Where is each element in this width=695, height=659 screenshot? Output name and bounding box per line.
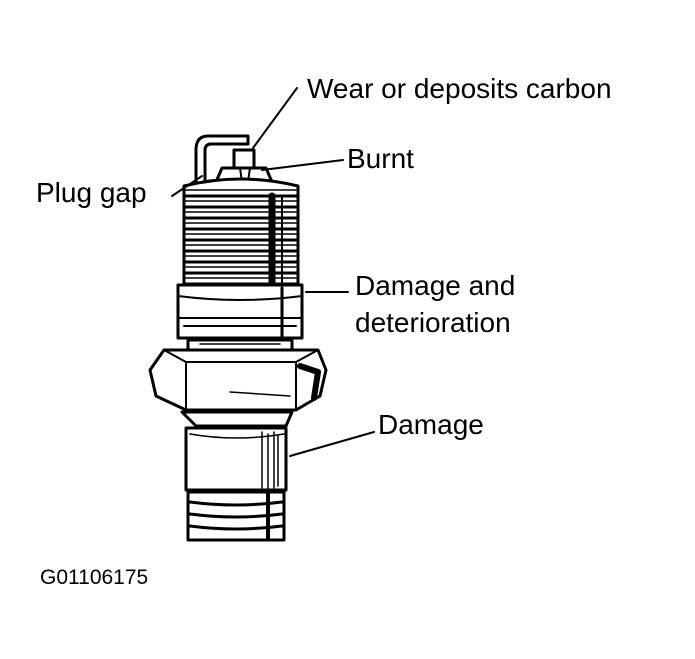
label-plug-gap: Plug gap <box>36 177 147 208</box>
leader-wear <box>252 87 298 149</box>
leader-burnt <box>261 159 344 171</box>
bottom-threads <box>186 490 286 542</box>
figure-code: G01106175 <box>40 566 149 589</box>
gasket <box>176 283 304 354</box>
label-damage: Damage <box>378 409 484 440</box>
lower-shell <box>180 410 294 492</box>
label-damage-deterioration-line2: deterioration <box>355 307 511 338</box>
leader-plug-gap <box>171 175 203 197</box>
label-burnt: Burnt <box>347 143 414 174</box>
hex-nut <box>148 348 328 412</box>
threaded-section <box>182 177 300 288</box>
ground-electrode <box>194 134 250 186</box>
label-damage-deterioration-line1: Damage and <box>355 270 516 301</box>
leader-damage <box>289 431 375 457</box>
center-electrode <box>214 148 274 184</box>
label-wear-carbon: Wear or deposits carbon <box>307 73 612 104</box>
